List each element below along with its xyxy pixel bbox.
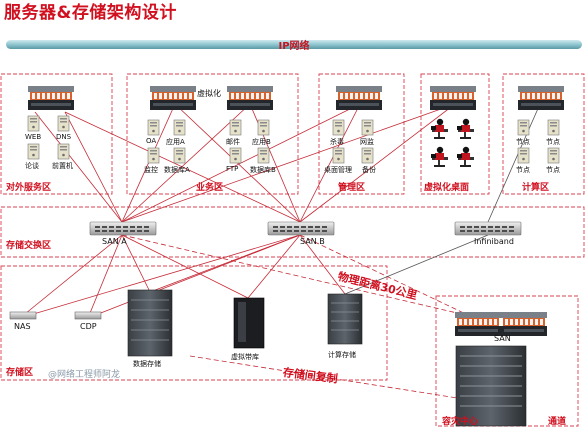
pc-tower-icon — [173, 119, 186, 136]
zone-label-channel: 通道 — [548, 417, 567, 427]
node-label-data-storage: 数据存储 — [133, 360, 161, 368]
pc-tower-icon — [332, 119, 345, 136]
node-label-antivirus: 杀毒 — [330, 138, 344, 146]
vdi-user-icon — [457, 146, 474, 167]
vdi-user-icon — [431, 118, 448, 139]
pc-tower-icon — [27, 115, 40, 132]
tape-library-icon — [233, 297, 265, 349]
node-label-desktop-mgmt: 桌面管理 — [324, 166, 352, 174]
pc-tower-icon — [517, 119, 530, 136]
zone-label-external-service: 对外服务区 — [6, 183, 52, 193]
node-label-web: WEB — [25, 133, 42, 141]
pc-tower-icon — [547, 119, 560, 136]
node-label-compute-4: 节点 — [546, 166, 560, 174]
storage-cabinet-icon — [327, 293, 363, 345]
page-title: 服务器&存储架构设计 — [4, 3, 177, 23]
pc-tower-icon — [332, 147, 345, 164]
pc-tower-icon — [57, 115, 70, 132]
cdp-device-icon — [74, 311, 102, 320]
node-label-backup: 备份 — [362, 166, 376, 174]
pc-tower-icon — [361, 119, 374, 136]
rack-server-icon — [336, 86, 382, 110]
ip-network-label: IP网络 — [278, 41, 310, 52]
node-label-compute-storage: 计算存储 — [328, 351, 356, 359]
vdi-user-icon — [431, 146, 448, 167]
node-label-app-b: 应用B — [252, 138, 271, 146]
pc-tower-icon — [257, 119, 270, 136]
node-label-cdp: CDP — [80, 322, 97, 331]
zone-box-storage — [0, 265, 388, 381]
node-label-infiniband: Infiniband — [474, 237, 514, 246]
nas-device-icon — [9, 311, 37, 320]
storage-cabinet-icon — [127, 289, 173, 357]
zone-label-storage-switch: 存储交换区 — [6, 241, 52, 251]
pc-tower-icon — [361, 147, 374, 164]
zone-box-virtual-desktop — [420, 73, 490, 195]
rack-server-icon — [518, 86, 564, 110]
watermark: @网络工程师阿龙 — [48, 370, 121, 380]
node-label-app-a: 应用A — [166, 138, 185, 146]
pc-tower-icon — [57, 143, 70, 160]
zone-label-virtual-desktop: 虚拟化桌面 — [424, 183, 470, 193]
node-label-nas: NAS — [14, 322, 31, 331]
pc-tower-icon — [229, 147, 242, 164]
vdi-user-icon — [457, 118, 474, 139]
pc-tower-icon — [229, 119, 242, 136]
storage-cabinet-icon — [455, 345, 527, 427]
san-switch-icon — [454, 221, 522, 236]
node-label-ftp: FTP — [226, 165, 239, 173]
node-label-compute-2: 节点 — [546, 138, 560, 146]
pc-tower-icon — [173, 147, 186, 164]
pc-tower-icon — [547, 147, 560, 164]
node-label-san-b: SAN B — [300, 237, 325, 246]
node-label-db-a: 数据库A — [164, 166, 190, 174]
node-label-san-a: SAN A — [102, 237, 127, 246]
node-label-compute-1: 节点 — [516, 138, 530, 146]
node-label-net-monitor: 网监 — [360, 138, 374, 146]
rack-server-icon — [501, 312, 547, 336]
zone-label-management: 管理区 — [338, 183, 366, 193]
pc-tower-icon — [147, 147, 160, 164]
node-label-frontend: 前置机 — [52, 162, 73, 170]
zone-box-management — [318, 73, 405, 195]
rack-server-icon — [455, 312, 501, 336]
pc-tower-icon — [517, 147, 530, 164]
zone-box-storage-switch — [0, 206, 585, 258]
san-switch-icon — [89, 221, 157, 236]
node-label-oa: OA — [146, 137, 157, 145]
zone-box-business — [126, 73, 299, 195]
rack-server-icon — [227, 86, 273, 110]
node-label-monitor: 监控 — [144, 166, 158, 174]
node-label-san-remote: SAN — [494, 334, 511, 343]
node-label-compute-3: 节点 — [516, 166, 530, 174]
node-label-virtual-tape: 虚拟带库 — [231, 353, 259, 361]
node-label-dns: DNS — [56, 133, 72, 141]
zone-label-business: 业务区 — [196, 183, 224, 193]
pc-tower-icon — [147, 119, 160, 136]
rack-server-icon — [28, 86, 74, 110]
san-switch-icon — [267, 221, 335, 236]
node-label-db-b: 数据库B — [250, 166, 276, 174]
zone-label-storage: 存储区 — [6, 368, 34, 378]
ip-network-bar — [6, 40, 582, 49]
rack-server-icon — [150, 86, 196, 110]
pc-tower-icon — [27, 143, 40, 160]
node-label-virtualization: 虚拟化 — [197, 89, 221, 98]
zone-label-dr-center: 容灾中心 — [442, 417, 479, 427]
node-label-mail: 邮件 — [226, 138, 240, 146]
zone-box-compute — [502, 73, 585, 195]
zone-label-compute: 计算区 — [522, 183, 550, 193]
rack-server-icon — [430, 86, 476, 110]
pc-tower-icon — [257, 147, 270, 164]
node-label-forum: 论谈 — [25, 162, 39, 170]
